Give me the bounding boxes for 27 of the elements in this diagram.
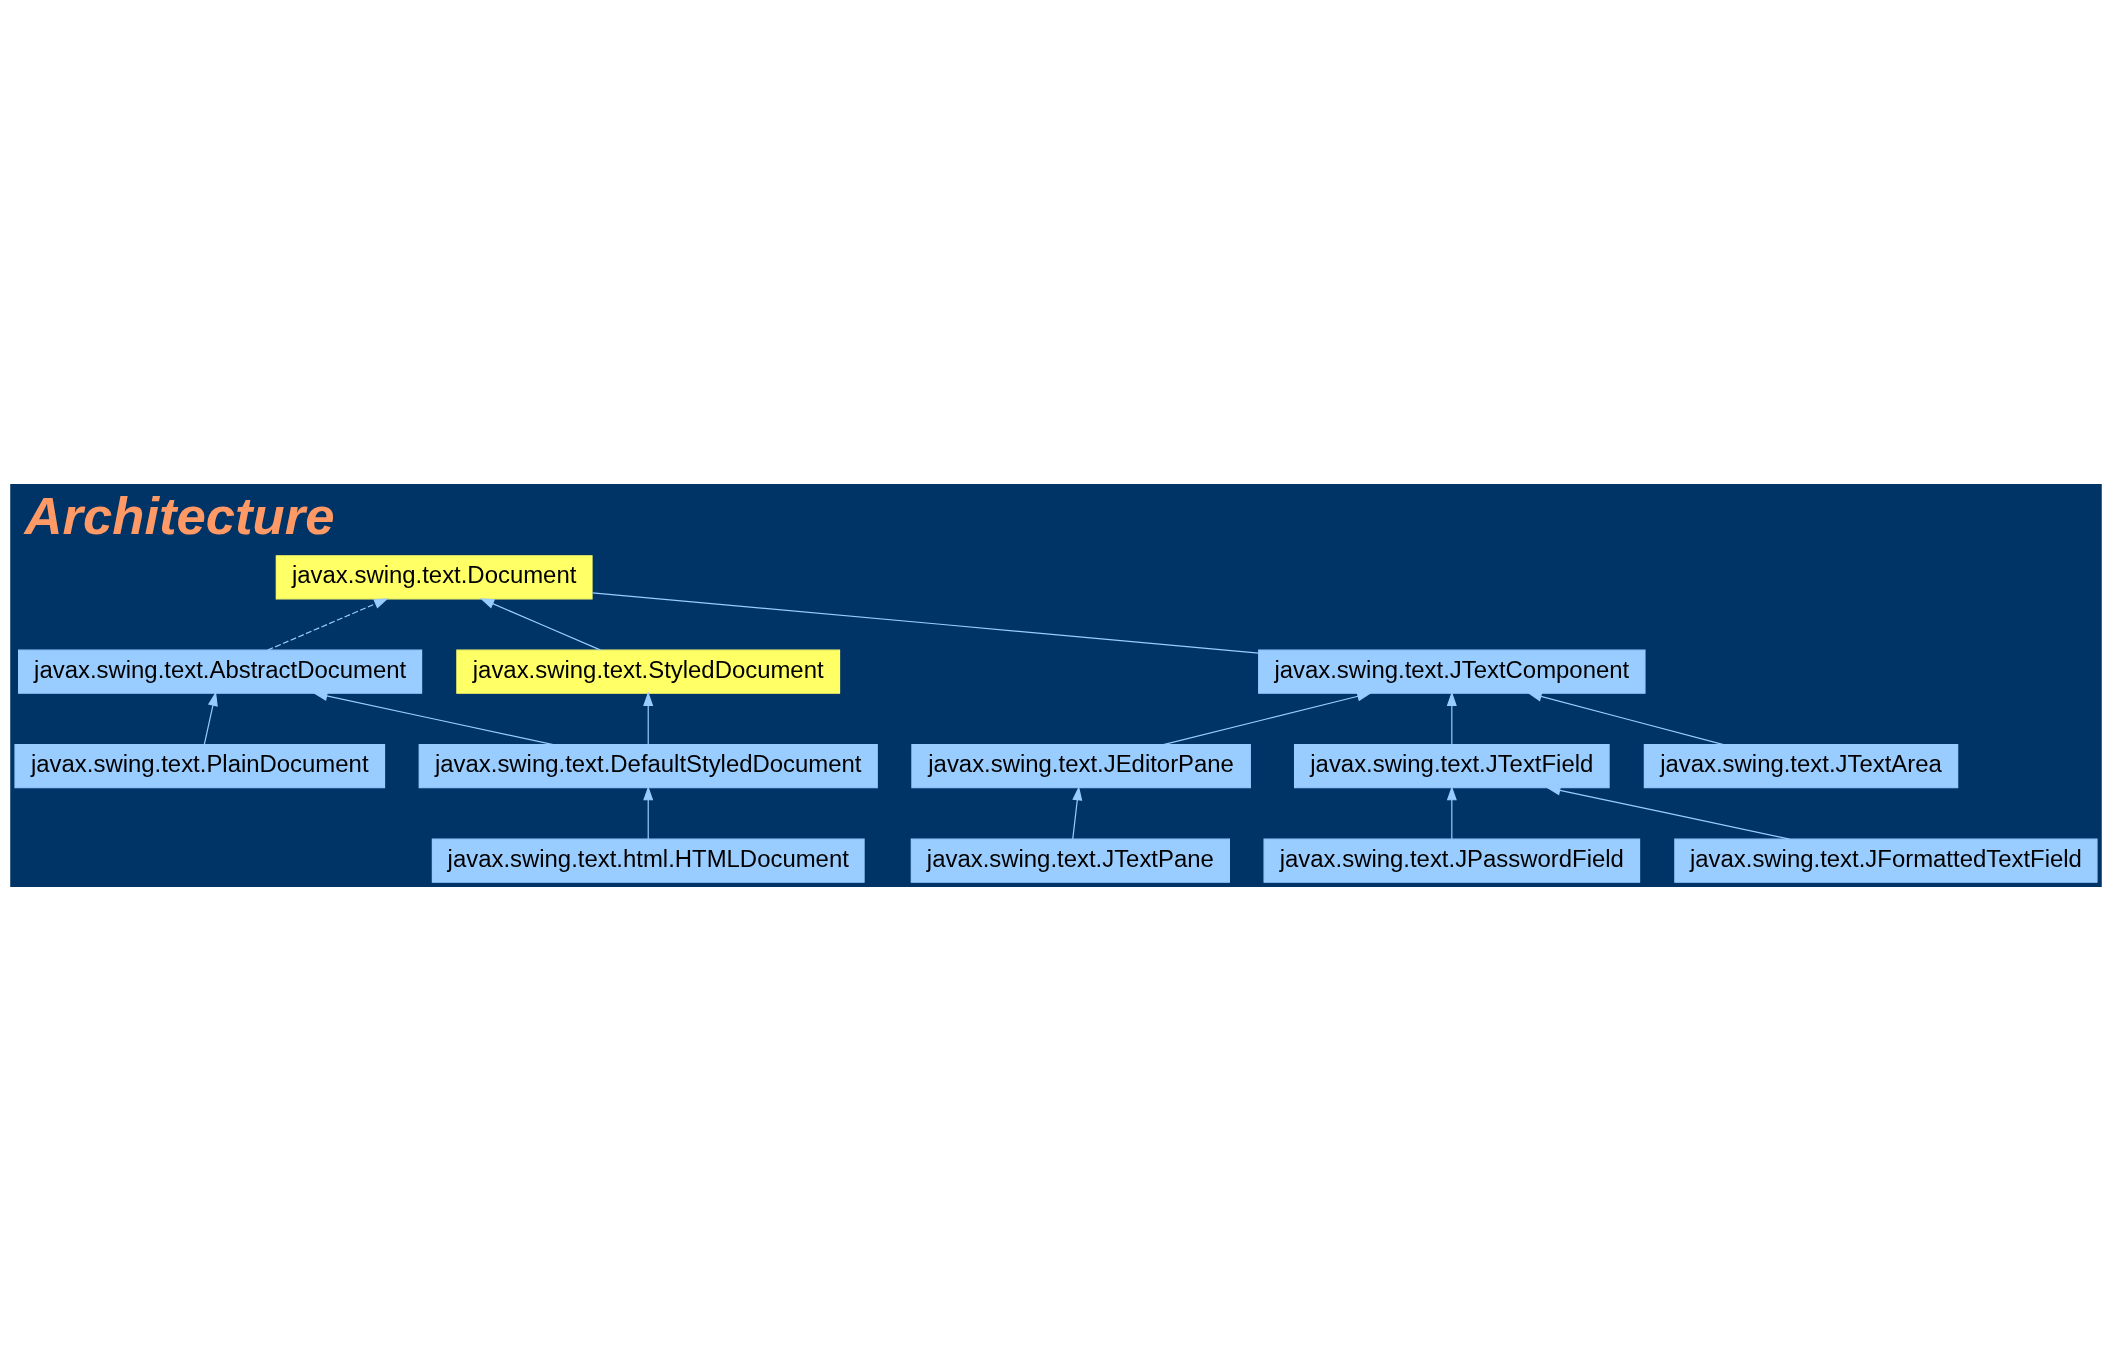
node-box: javax.swing.text.JTextArea [1643,743,1959,788]
node-box: javax.swing.text.html.HTMLDocument [431,838,865,883]
connector [591,591,1260,654]
arrow [313,690,554,745]
node-box: javax.swing.text.JTextComponent [1258,649,1646,694]
arrow [1072,785,1083,840]
node-box: javax.swing.text.DefaultStyledDocument [418,743,878,788]
arrow [1527,691,1725,745]
node-box: javax.swing.text.JTextPane [910,838,1230,883]
node-box: javax.swing.text.StyledDocument [456,649,841,694]
arrow [1446,785,1457,840]
diagram-title: Architecture [24,485,335,545]
node-box: javax.swing.text.JEditorPane [911,743,1251,788]
arrow [267,597,389,651]
node-box: javax.swing.text.AbstractDocument [18,649,423,694]
node-box: javax.swing.text.Document [275,554,593,599]
node-box: javax.swing.text.JTextField [1293,743,1610,788]
arrow [1446,691,1457,745]
arrow [643,785,654,840]
arrow [1546,784,1791,840]
node-box: javax.swing.text.JFormattedTextField [1674,838,2098,883]
node-box: javax.swing.text.PlainDocument [14,743,386,788]
arrow [203,691,218,745]
arrow [479,597,602,651]
node-box: javax.swing.text.JPasswordField [1263,838,1641,883]
arrow [1162,690,1372,745]
arrow [643,691,654,745]
